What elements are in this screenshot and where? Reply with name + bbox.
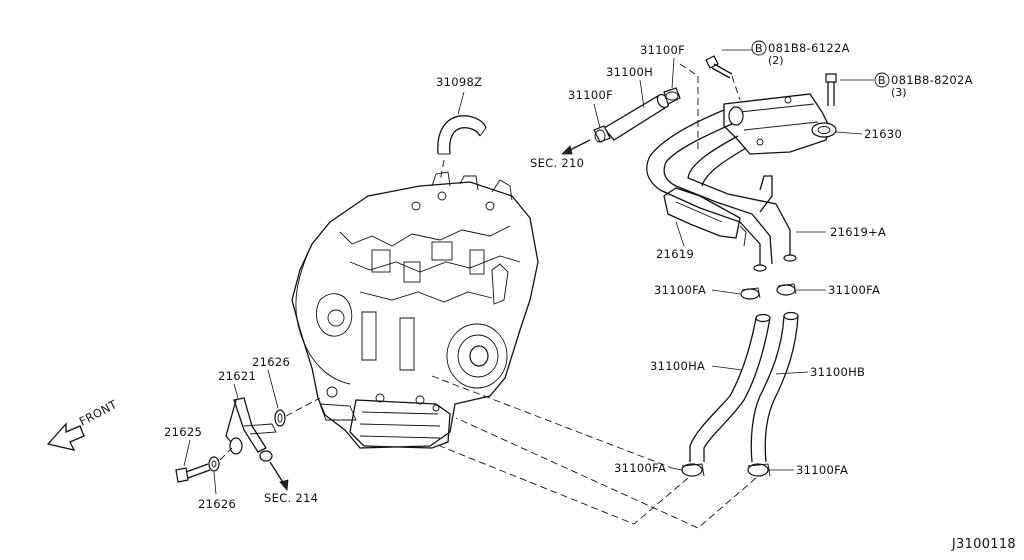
bolt-callout-symbol-1: B <box>755 42 763 55</box>
label-21630: 21630 <box>864 127 902 141</box>
washer-21626-top <box>274 409 286 427</box>
clamp-31100FA-2 <box>776 283 797 296</box>
clamp-31100F-top <box>663 87 681 105</box>
section-arrow-icon <box>561 139 591 155</box>
label-31100F-top: 31100F <box>640 43 685 57</box>
bolt-callout-symbol-2: B <box>878 74 886 87</box>
bolt-21625 <box>175 463 211 483</box>
clamp-31100F-left <box>593 125 611 143</box>
bolt-callout-part-1: 081B8-6122A <box>768 41 850 55</box>
label-31100HA: 31100HA <box>650 359 705 373</box>
front-arrow-icon <box>46 422 85 451</box>
clamp-31100FA-3 <box>681 463 705 477</box>
label-31100H: 31100H <box>606 65 653 79</box>
bolt-081B8-6122A <box>705 55 733 79</box>
label-31098Z: 31098Z <box>436 75 482 89</box>
label-sec-210: SEC. 210 <box>530 156 584 170</box>
clamp-31100FA-4 <box>747 463 771 477</box>
label-31100FA-1: 31100FA <box>654 283 706 297</box>
bolt-b-circle-icon: B <box>874 72 890 88</box>
label-21619A: 21619+A <box>830 225 886 239</box>
section-arrow-icon <box>269 461 289 491</box>
hose-31100HB <box>750 311 799 463</box>
hose-31098Z <box>437 115 487 155</box>
label-21625: 21625 <box>164 425 202 439</box>
label-31100FA-3: 31100FA <box>614 461 666 475</box>
bolt-callout-qty-2: (3) <box>891 86 907 99</box>
pipe-assembly-21630 <box>646 93 837 272</box>
label-31100FA-4: 31100FA <box>796 463 848 477</box>
label-21621: 21621 <box>218 369 256 383</box>
label-21626-top: 21626 <box>252 355 290 369</box>
label-sec-214: SEC. 214 <box>264 491 318 505</box>
clamp-31100FA-1 <box>740 287 761 300</box>
front-label: FRONT <box>77 397 120 429</box>
hose-31100H <box>603 93 670 141</box>
bolt-callout-part-2: 081B8-8202A <box>891 73 973 87</box>
label-31100F-left: 31100F <box>568 88 613 102</box>
label-31100HB: 31100HB <box>810 365 865 379</box>
bolt-081B8-8202A <box>825 73 837 106</box>
transmission-assembly <box>291 171 539 449</box>
label-21626-bottom: 21626 <box>198 497 236 511</box>
washer-21626-bottom <box>208 456 220 472</box>
diagram-id: J3100118 <box>951 537 1016 552</box>
hose-31100HA <box>689 313 771 462</box>
bolt-callout-qty-1: (2) <box>768 54 784 67</box>
bolt-b-circle-icon: B <box>751 40 767 56</box>
label-21619: 21619 <box>656 247 694 261</box>
label-31100FA-2: 31100FA <box>828 283 880 297</box>
pipe-21621 <box>225 397 277 462</box>
